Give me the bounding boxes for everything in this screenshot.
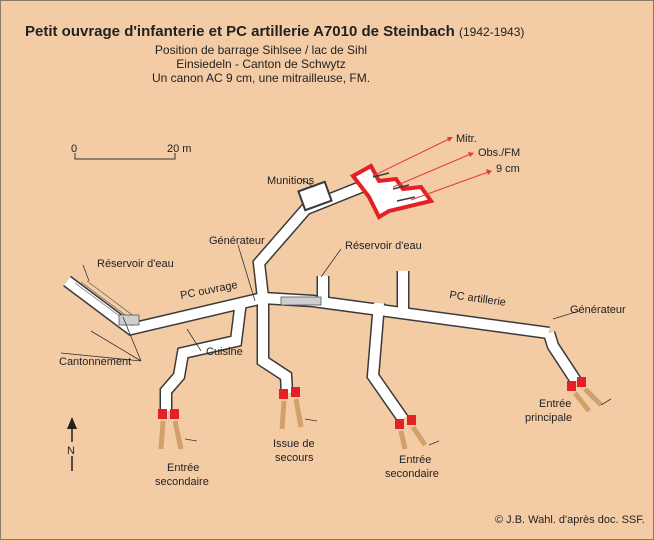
label-issue-line1: Issue de: [273, 438, 315, 450]
label-entree-principale-line2: principale: [525, 412, 572, 424]
label-cuisine: Cuisine: [206, 346, 243, 358]
label-pc-artillerie: PC artillerie: [449, 289, 507, 309]
entrance-secondaire-right: [395, 415, 440, 450]
label-reservoir-right: Réservoir d'eau: [345, 240, 422, 252]
scale-bar: 0 20 m: [71, 143, 191, 160]
galleries-interior: [64, 178, 581, 422]
label-munitions: Munitions: [267, 175, 315, 187]
label-generateur-left: Générateur: [209, 235, 265, 247]
north-label: N: [67, 445, 75, 457]
subtitle-line-3: Un canon AC 9 cm, une mitrailleuse, FM.: [151, 71, 371, 85]
entrance-issue-secours: [279, 387, 318, 430]
diagram-title: Petit ouvrage d'infanterie et PC artille…: [25, 23, 524, 40]
embrasure-block: [350, 163, 435, 220]
label-pc-ouvrage: PC ouvrage: [179, 279, 238, 302]
credit-text: © J.B. Wahl. d'après doc. SSF.: [495, 514, 645, 526]
title-years: (1942-1943): [459, 25, 525, 39]
label-mitr: Mitr.: [456, 133, 477, 145]
firing-lines: [372, 137, 492, 201]
subtitle-line-2: Einsiedeln - Canton de Schwytz: [176, 57, 346, 71]
label-entree-secondaire-2-line1: Entrée: [399, 454, 431, 466]
munitions-room: [297, 180, 333, 212]
label-entree-secondaire-2-line2: secondaire: [385, 468, 439, 480]
north-arrow-icon: N: [65, 417, 79, 471]
label-generateur-right: Générateur: [570, 304, 626, 316]
reservoir-tank-right: [280, 296, 322, 306]
label-entree-secondaire-1-line2: secondaire: [155, 476, 209, 488]
label-cantonnement: Cantonnement: [59, 356, 131, 368]
label-9cm: 9 cm: [496, 163, 520, 175]
subtitle-line-1: Position de barrage Sihlsee / lac de Sih…: [154, 43, 368, 57]
entrance-secondaire-left: [158, 409, 198, 450]
scale-end: 20 m: [167, 143, 191, 155]
title-text: Petit ouvrage d'infanterie et PC artille…: [25, 23, 455, 40]
scale-start: 0: [71, 143, 77, 155]
reservoir-tank-left: [118, 314, 140, 326]
label-reservoir-left: Réservoir d'eau: [97, 258, 174, 270]
label-entree-principale-line1: Entrée: [539, 398, 571, 410]
label-obs-fm: Obs./FM: [478, 147, 520, 159]
label-issue-line2: secours: [275, 452, 314, 464]
leader-lines: [60, 178, 580, 362]
label-entree-secondaire-1-line1: Entrée: [167, 462, 199, 474]
entrance-principale: [567, 377, 612, 413]
